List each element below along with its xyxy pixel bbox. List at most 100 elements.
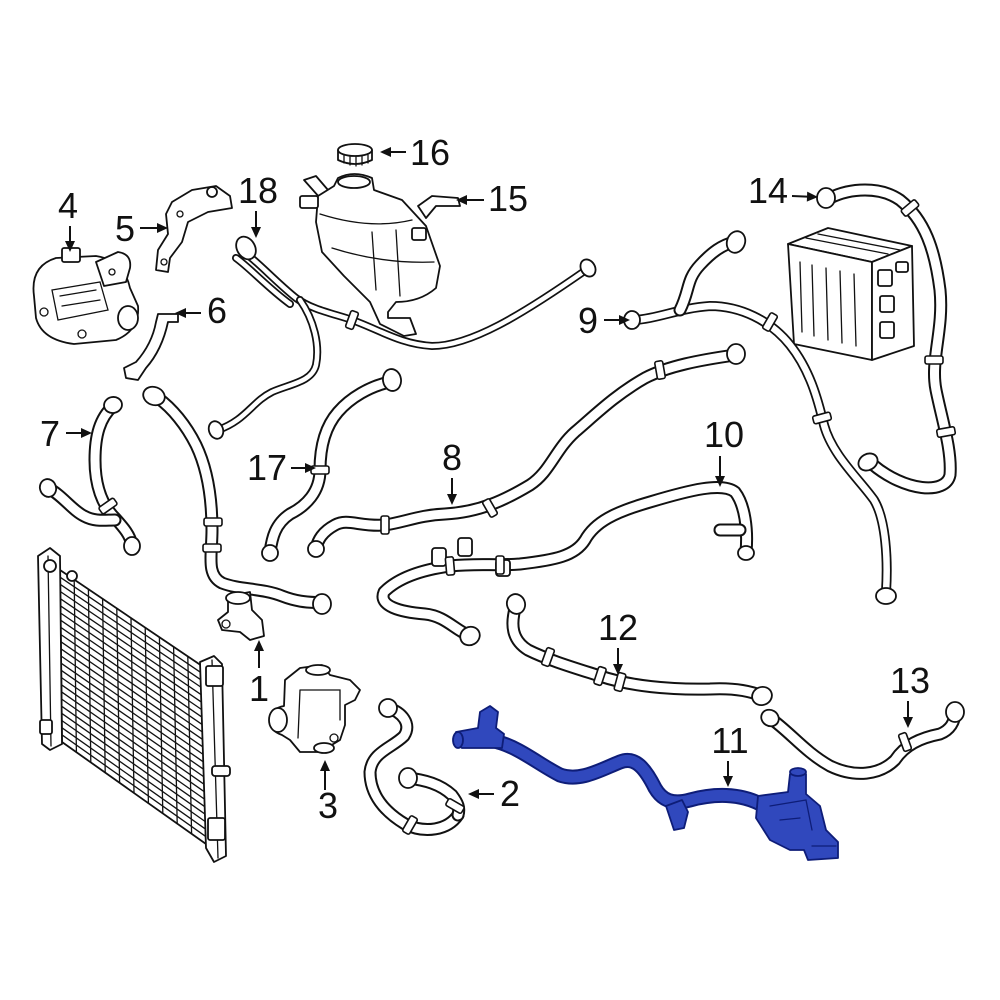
hose-end-fitting — [505, 593, 527, 615]
hose-clamp — [203, 517, 223, 527]
module-ribs — [799, 261, 857, 347]
pump-bolt — [108, 268, 116, 276]
callout-11-arrow-head — [723, 776, 733, 787]
hose-end-fitting — [737, 545, 755, 561]
radiator-fins — [59, 576, 207, 838]
hose-clamp — [654, 359, 666, 381]
hose-clamp — [481, 498, 499, 518]
callout-7-arrow-head — [81, 428, 92, 438]
callout-6-label: 6 — [207, 290, 227, 331]
hose-end-fitting — [945, 701, 965, 723]
part-11-valve-detail — [769, 799, 837, 847]
callout-16-arrow-head — [380, 147, 391, 157]
tank-seam — [331, 247, 435, 263]
hose-end-fitting — [235, 235, 257, 261]
callout-3-arrow-head — [320, 760, 330, 771]
pump-bolt — [77, 329, 87, 339]
hose-clamp — [344, 309, 360, 331]
hose-clamp — [98, 497, 118, 515]
valve-port-left — [268, 707, 288, 733]
callout-15-label: 15 — [488, 178, 528, 219]
port-fitting — [431, 547, 447, 567]
hose-clamp — [401, 815, 419, 835]
radiator-mount-peg — [66, 570, 78, 582]
callout-17-arrow-head — [305, 463, 316, 473]
valve-body — [268, 664, 361, 753]
coolant-expansion-tank — [299, 173, 461, 337]
hose-end-fitting — [398, 767, 418, 789]
hose-clamps — [98, 199, 957, 835]
tank-level-sensor — [411, 227, 427, 241]
port-fitting — [457, 537, 473, 557]
pump-housing-detail — [51, 281, 109, 321]
valve-bolt — [329, 733, 339, 743]
hose-10-port-fittings — [431, 537, 511, 577]
radiator-mount-clip — [205, 665, 224, 687]
callout-1-arrow-head — [254, 640, 264, 651]
callout-17-label: 17 — [247, 447, 287, 488]
callout-5-label: 5 — [115, 208, 135, 249]
callout-5-arrow-head — [157, 223, 168, 233]
hose-clamp — [924, 355, 944, 365]
hose-10 — [378, 482, 752, 641]
callout-2-label: 2 — [500, 773, 520, 814]
coolant-pump — [32, 247, 139, 345]
hose-end-fitting — [312, 593, 332, 615]
callout-3-label: 3 — [318, 785, 338, 826]
radiator-drain-plug — [39, 719, 53, 735]
hose-18-branch-outline — [214, 296, 322, 434]
part-11-valve-top-port — [789, 767, 807, 777]
callout-2-arrow-head — [468, 789, 479, 799]
hose-clamp — [380, 515, 390, 535]
hose-end-fitting — [726, 343, 746, 365]
callout-13-arrow-head — [903, 717, 913, 728]
tank-right-mount — [417, 195, 461, 219]
callout-4-label: 4 — [58, 185, 78, 226]
hose-9-main — [632, 302, 890, 596]
callout-14-label: 14 — [748, 170, 788, 211]
hose-end-fitting — [103, 396, 123, 414]
hose-end-fitting — [123, 536, 141, 556]
callout-4-arrow-head — [65, 241, 75, 252]
hose-8 — [311, 350, 740, 553]
callout-14-arrow-line — [791, 195, 808, 198]
hose-end-fitting — [459, 625, 481, 647]
hose-end-fitting — [382, 368, 402, 392]
pump-bolt — [39, 307, 49, 317]
hose-end-fitting — [142, 385, 166, 407]
hose-end-fitting — [725, 230, 747, 254]
part-11-assembly — [452, 705, 839, 861]
module-port — [879, 321, 895, 339]
bracket-hole — [176, 210, 184, 218]
callout-11-label: 11 — [711, 720, 748, 761]
hose-junction-bracket — [217, 591, 265, 641]
radiator — [37, 547, 231, 863]
callout-10-arrow-head — [715, 476, 725, 487]
hose-clamp — [495, 555, 505, 575]
hose-clamp — [540, 646, 556, 668]
hose-2-upper — [365, 703, 463, 834]
callout-1-label: 1 — [249, 668, 269, 709]
junction-body — [217, 591, 265, 641]
callout-10-label: 10 — [704, 414, 744, 455]
hose-clamp — [761, 312, 779, 332]
hose-11-highlighted — [492, 736, 770, 812]
bracket-plate — [155, 185, 233, 273]
callout-8-label: 8 — [442, 437, 462, 478]
heater-module — [787, 227, 915, 361]
hose-1 — [153, 393, 327, 608]
hose-clamp — [593, 665, 607, 687]
hose-retaining-clamp — [123, 313, 179, 381]
pump-electrical-connector — [61, 247, 81, 263]
radiator-tube-line — [187, 655, 193, 835]
hose-end-fitting — [378, 698, 398, 718]
radiator-tube-line — [73, 578, 78, 753]
hose-clamp — [900, 199, 920, 217]
cap-grip-ridges — [343, 154, 369, 167]
hose-end-fitting — [307, 540, 325, 558]
junction-port — [225, 591, 251, 605]
radiator-left-tank-seam — [47, 555, 52, 747]
tank-body — [315, 173, 441, 337]
radiator-hose-stub — [211, 765, 231, 777]
part-11-clip — [665, 799, 689, 831]
